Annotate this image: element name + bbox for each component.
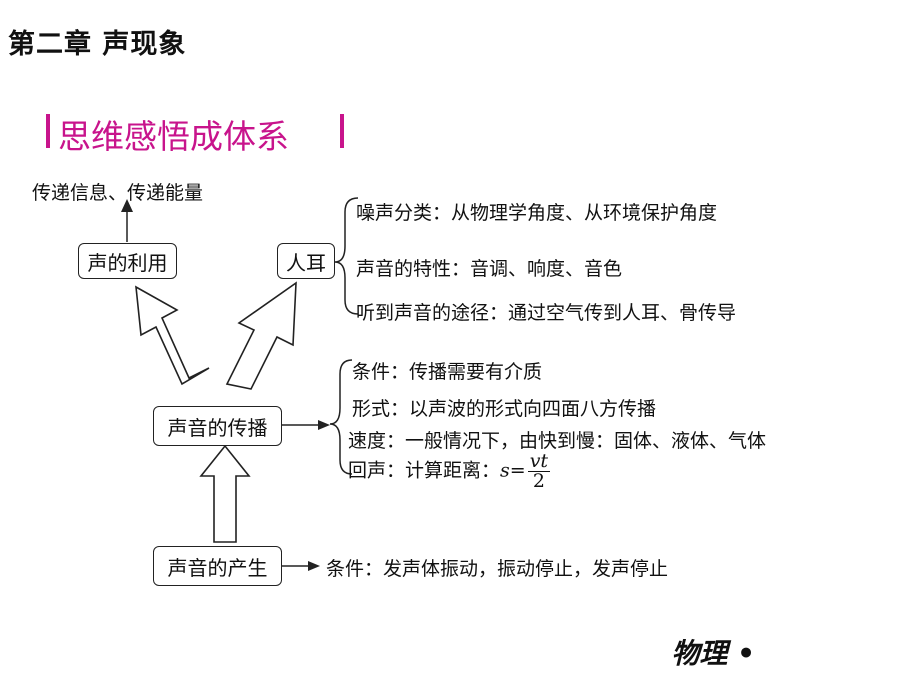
generation-condition: 条件：发声体振动，振动停止，发声停止 (326, 558, 669, 580)
ear-item-pathway: 听到声音的途径：通过空气传到人耳、骨传导 (356, 302, 737, 324)
echo-eq: = (509, 459, 526, 482)
echo-lhs: s (500, 459, 510, 482)
propagation-item-condition: 条件：传播需要有介质 (352, 361, 543, 383)
section-title: 思维感悟成体系 (58, 117, 289, 156)
node-generation: 声音的产生 (153, 546, 282, 586)
hollow-arrow-to-propagation (199, 444, 251, 543)
chapter-title: 第二章 声现象 (8, 29, 187, 60)
node-ear: 人耳 (277, 243, 335, 279)
section-bar-right (340, 114, 344, 148)
echo-denominator: 2 (532, 470, 545, 492)
ear-item-noise: 噪声分类：从物理学角度、从环境保护角度 (356, 202, 718, 224)
use-output-text: 传递信息、传递能量 (32, 182, 204, 204)
node-use: 声的利用 (78, 243, 177, 279)
ear-brace (334, 197, 359, 315)
hollow-arrow-to-ear (225, 281, 297, 390)
echo-numerator: vt (527, 450, 551, 472)
echo-label: 回声：计算距离： (348, 459, 501, 482)
propagation-brace (329, 359, 353, 475)
propagation-arrow-head (318, 420, 330, 430)
node-propagation: 声音的传播 (153, 406, 282, 446)
section-bar-left (46, 114, 50, 148)
use-output-arrow-head (121, 199, 133, 212)
generation-arrow-head (308, 561, 320, 571)
ear-item-characteristics: 声音的特性：音调、响度、音色 (356, 258, 623, 280)
hollow-arrow-to-use (135, 285, 210, 386)
propagation-item-form: 形式：以声波的形式向四面八方传播 (352, 398, 657, 420)
propagation-item-speed: 速度：一般情况下，由快到慢：固体、液体、气体 (348, 430, 767, 452)
footer-subject: 物理 • (671, 637, 755, 670)
